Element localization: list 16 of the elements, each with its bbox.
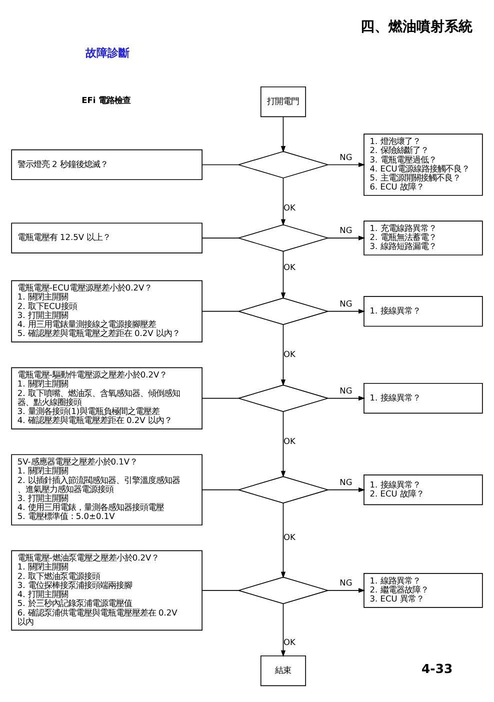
label: EFi 電路檢查 — [82, 94, 131, 105]
edge-label: OK — [283, 636, 296, 647]
edge-label: OK — [283, 261, 296, 272]
edge-label: NG — [340, 576, 352, 587]
diagram-title: 四、燃油噴射系統 — [360, 18, 473, 35]
label: 4-33 — [422, 660, 453, 676]
edge-label: NG — [340, 384, 352, 395]
edge-label: NG — [340, 476, 352, 486]
edge-label: OK — [283, 202, 296, 212]
edge-label: OK — [283, 531, 296, 542]
edge-label: NG — [340, 224, 352, 235]
label: 故障診斷 — [85, 46, 130, 60]
edge-label: NG — [340, 298, 352, 308]
edge-label: OK — [283, 435, 296, 446]
edge-label: NG — [340, 151, 352, 162]
edge-label: OK — [283, 348, 296, 358]
